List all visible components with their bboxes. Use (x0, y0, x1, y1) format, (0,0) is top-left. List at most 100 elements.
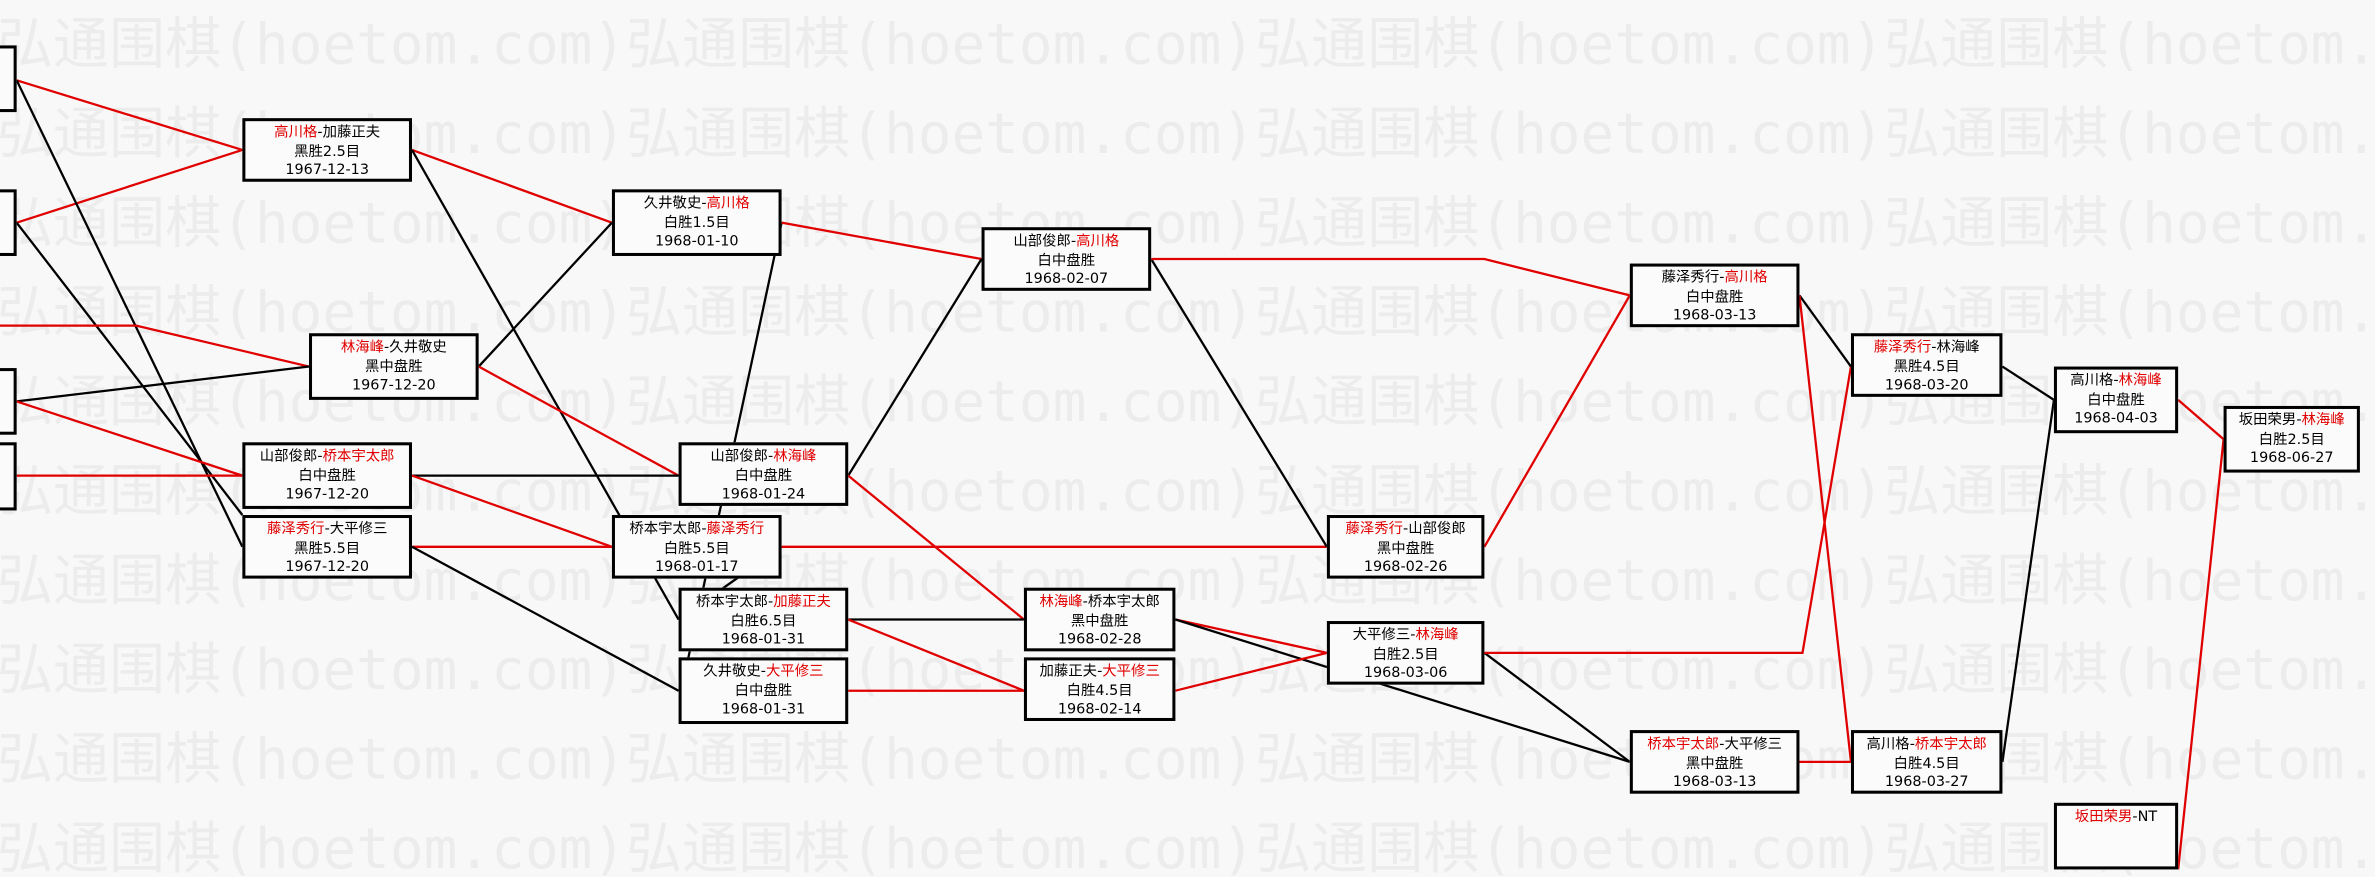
match-date: 1968-03-20 (1884, 377, 1969, 394)
white-player: 林海峰 (1936, 339, 1980, 356)
black-player: 坂田荣男 (2074, 808, 2133, 826)
match-date: 1968-04-03 (2074, 410, 2158, 428)
match-players: 高川格-加藤正夫 (245, 124, 409, 143)
white-player: NT (2137, 808, 2158, 826)
white-player: 藤泽秀行 (706, 521, 765, 538)
winner-connector-line (1484, 366, 1853, 654)
match-players: 藤泽秀行-山部俊郎 (1330, 521, 1481, 540)
match-date: 1968-03-13 (1672, 774, 1757, 791)
white-player: 林海峰 (773, 448, 817, 466)
separator: - (760, 663, 767, 681)
match-result: 白中盘胜 (298, 467, 356, 484)
white-player: 林海峰 (2118, 372, 2162, 390)
match-date: 1967-12-13 (285, 162, 369, 179)
loser-connector-line (847, 258, 983, 477)
match-box[interactable]: 高川格-桥本宇太郎白胜4.5目 1968-03-27 (1850, 730, 2003, 794)
match-box[interactable]: 坂田荣男-NT (2053, 802, 2179, 870)
black-player: 山部俊郎 (1013, 233, 1071, 250)
match-date: 1967-12-20 (352, 377, 436, 394)
match-result: 黑胜5.5目 (294, 539, 361, 557)
separator: - (768, 593, 774, 611)
white-player: 大平修三 (1102, 663, 1160, 681)
match-players: 林海峰-桥本宇太郎 (1027, 594, 1172, 613)
white-player: 高川格 (706, 195, 750, 213)
white-player: 山部俊郎 (1408, 521, 1466, 538)
match-result: 白胜2.5目 (1372, 646, 1439, 663)
separator: - (2296, 411, 2302, 429)
winner-connector-line (0, 324, 310, 368)
winner-connector-line (2177, 439, 2225, 870)
winner-connector-line (1483, 294, 1631, 548)
match-players: 久井敬史-高川格 (615, 195, 779, 214)
winner-connector-line (1798, 295, 1853, 763)
separator: - (1719, 736, 1725, 753)
winner-connector-line (1151, 257, 1631, 297)
match-date: 1968-03-06 (1363, 664, 1448, 682)
match-date: 1968-03-27 (1884, 774, 1969, 791)
match-box[interactable]: 林海峰-久井敬史黑中盘胜 1967-12-20 (308, 333, 479, 400)
black-player: 林海峰 (340, 339, 385, 356)
black-player: 高川格 (274, 124, 318, 141)
match-date: 1968-01-31 (721, 631, 806, 649)
black-player: 桥本宇太郎 (629, 521, 702, 538)
match-date: 1968-02-14 (1057, 701, 1142, 718)
separator: - (2132, 808, 2138, 826)
loser-connector-line (16, 365, 310, 403)
black-player: 藤泽秀行 (1345, 521, 1404, 538)
match-result: 黑中盘胜 (365, 358, 423, 375)
black-player: 久井敬史 (703, 663, 761, 681)
black-player: 加藤正夫 (1039, 663, 1098, 681)
black-player: 山部俊郎 (259, 448, 318, 466)
black-player: 桥本宇太郎 (1647, 736, 1720, 753)
watermark-row: 弘通围棋(hoetom.com)弘通围棋(hoetom.com)弘通围棋(hoe… (0, 816, 2375, 877)
separator: - (1097, 663, 1103, 681)
match-result: 白胜6.5目 (730, 612, 797, 630)
loser-connector-line (15, 221, 244, 516)
black-player: 高川格 (2070, 372, 2114, 390)
cropped-match-box (0, 368, 17, 435)
match-result: 黑中盘胜 (1376, 539, 1435, 557)
white-player: 加藤正夫 (322, 124, 381, 141)
match-players: 高川格-桥本宇太郎 (1854, 736, 1999, 755)
white-player: 林海峰 (1415, 627, 1459, 644)
match-result: 白胜1.5目 (663, 214, 730, 231)
match-players: 山部俊郎-林海峰 (682, 448, 846, 467)
black-player: 桥本宇太郎 (696, 593, 769, 611)
match-date: 1968-02-28 (1057, 631, 1142, 649)
black-player: 高川格 (1866, 736, 1910, 753)
match-result: 白胜4.5目 (1893, 755, 1960, 772)
loser-connector-line (1798, 294, 1852, 368)
match-players: 坂田荣男-林海峰 (2227, 412, 2357, 431)
separator: - (768, 448, 774, 466)
match-date: 1967-12-20 (285, 486, 369, 503)
separator: - (324, 521, 330, 538)
winner-connector-line (1175, 618, 1328, 654)
match-players: 高川格-林海峰 (2057, 373, 2175, 392)
match-players: 林海峰-久井敬史 (312, 339, 476, 358)
match-result: 黑中盘胜 (1685, 755, 1744, 772)
white-player: 久井敬史 (389, 339, 447, 356)
winner-connector-line (2177, 399, 2225, 441)
separator: - (1909, 736, 1915, 753)
white-player: 加藤正夫 (773, 593, 831, 611)
match-players: 坂田荣男-NT (2057, 809, 2175, 828)
